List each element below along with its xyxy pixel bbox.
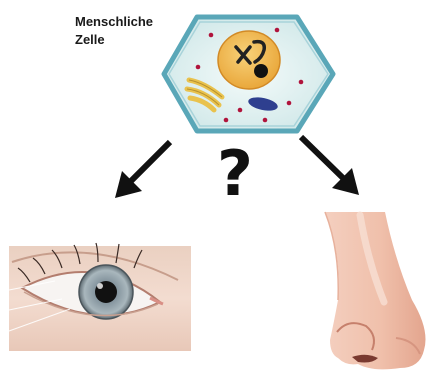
nucleus-icon [218, 31, 280, 89]
arrow-down-right-icon [301, 137, 359, 195]
eye-icon [9, 243, 191, 351]
question-mark: ? [217, 143, 253, 205]
human-cell-icon [164, 17, 333, 131]
nose-icon [325, 212, 426, 369]
arrow-down-left-icon [115, 142, 170, 198]
